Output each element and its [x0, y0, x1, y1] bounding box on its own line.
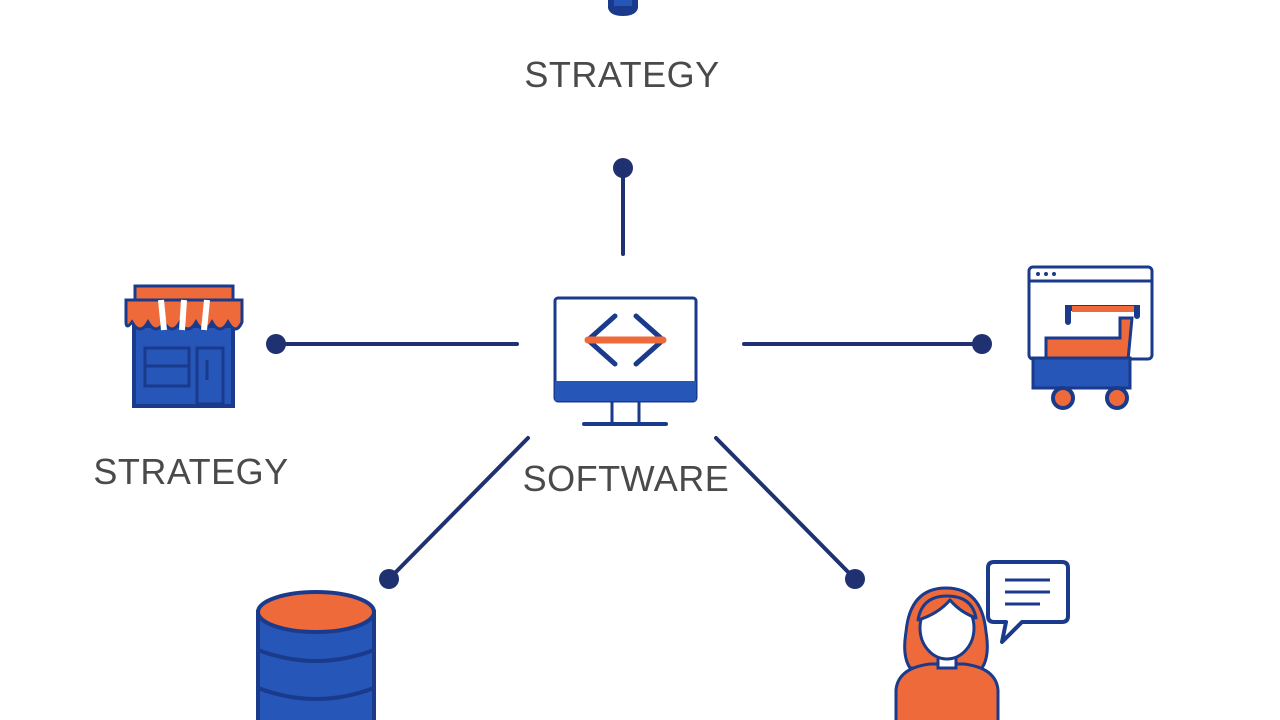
connector-bottom-right	[714, 436, 865, 589]
connectors	[266, 158, 992, 589]
connector-left	[266, 334, 519, 354]
shopping-cart-browser-icon	[1027, 265, 1154, 410]
code-monitor-icon	[553, 296, 698, 426]
label-left: STRATEGY	[93, 451, 288, 492]
storefront-icon	[124, 284, 244, 408]
lightbulb-icon	[608, 0, 638, 16]
label-center: SOFTWARE	[523, 458, 730, 499]
database-icon	[256, 590, 376, 720]
support-agent-chat-icon	[894, 560, 1070, 720]
connector-bottom-left	[379, 436, 530, 589]
connector-right	[742, 334, 992, 354]
connector-top	[613, 158, 633, 256]
label-top: STRATEGY	[524, 54, 719, 95]
